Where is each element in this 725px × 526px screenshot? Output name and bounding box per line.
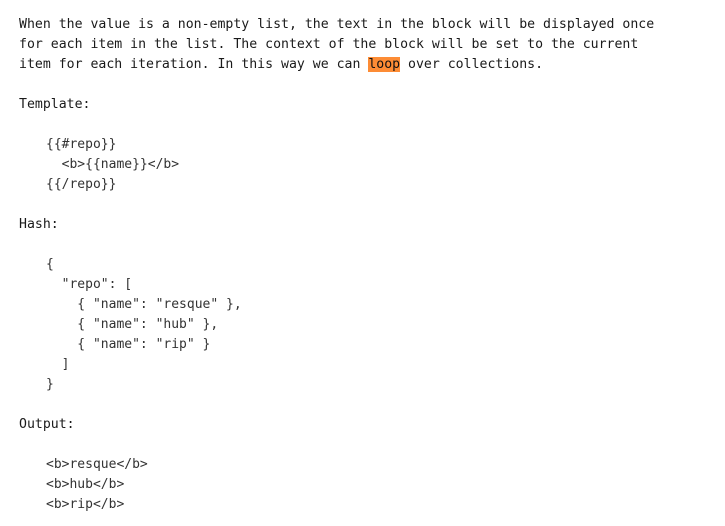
code-line: { xyxy=(46,257,54,272)
code-line: { "name": "resque" }, xyxy=(46,297,242,312)
code-line: } xyxy=(46,377,54,392)
code-line: <b>rip</b> xyxy=(46,497,125,512)
code-line: { "name": "rip" } xyxy=(46,337,211,352)
code-line: "repo": [ xyxy=(46,277,133,292)
paragraph-line: item for each iteration. In this way we … xyxy=(19,55,543,75)
template-label: Template: xyxy=(19,97,91,112)
code-line: {{#repo}} xyxy=(46,137,117,152)
code-line: <b>{{name}}</b> xyxy=(46,157,180,172)
paragraph-line: When the value is a non-empty list, the … xyxy=(19,17,655,32)
paragraph-text: item for each iteration. In this way we … xyxy=(19,57,369,72)
paragraph-text: over collections. xyxy=(400,57,544,72)
output-label: Output: xyxy=(19,417,75,432)
paragraph-line: for each item in the list. The context o… xyxy=(19,37,639,52)
code-line: <b>resque</b> xyxy=(46,457,148,472)
code-line: {{/repo}} xyxy=(46,177,117,192)
code-line: { "name": "hub" }, xyxy=(46,317,219,332)
search-highlight: loop xyxy=(368,57,401,72)
code-line: ] xyxy=(46,357,70,372)
hash-label: Hash: xyxy=(19,217,59,232)
code-line: <b>hub</b> xyxy=(46,477,125,492)
